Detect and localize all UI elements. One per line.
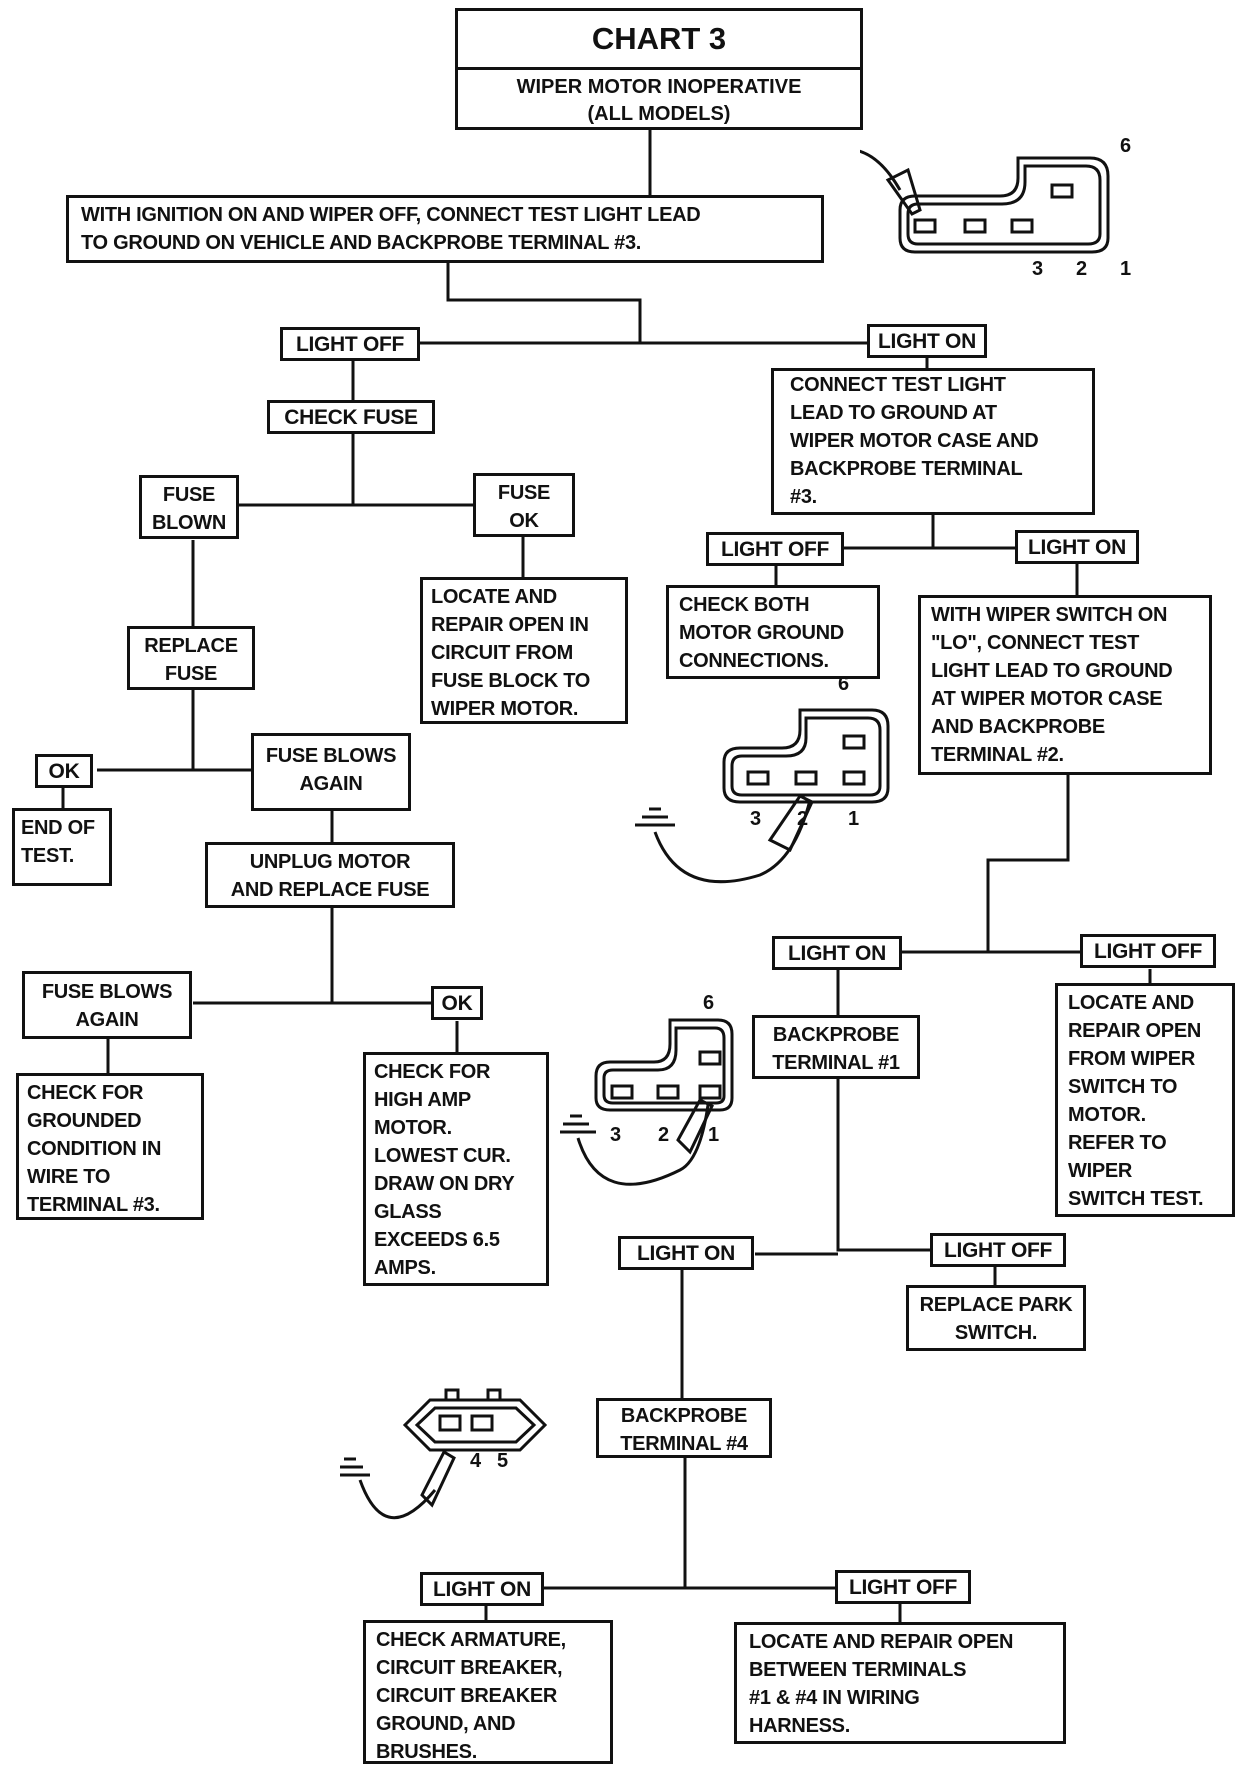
replace-park-switch-box: REPLACE PARK SWITCH. — [906, 1285, 1086, 1351]
light-on-branch-3: LIGHT ON — [772, 936, 902, 970]
middle-connector-pin-6: 6 — [838, 673, 850, 695]
check-ground-connections-box: CHECK BOTH MOTOR GROUND CONNECTIONS. — [666, 585, 880, 679]
light-off-branch-5: LIGHT OFF — [835, 1570, 971, 1604]
locate-repair-switch-box: LOCATE AND REPAIR OPEN FROM WIPER SWITCH… — [1055, 983, 1235, 1217]
connector-diagram-lower — [560, 1018, 734, 1186]
lower-connector-pin-6: 6 — [703, 992, 715, 1014]
ok-box-1: OK — [35, 754, 93, 788]
top-connector-pin-1: 1 — [1120, 258, 1132, 280]
light-on-branch-2: LIGHT ON — [1015, 530, 1139, 564]
motor-connector-pin-4: 4 — [470, 1450, 482, 1472]
check-fuse-box: CHECK FUSE — [267, 400, 435, 434]
middle-connector-pin-1: 1 — [848, 808, 860, 830]
light-on-branch-4: LIGHT ON — [618, 1236, 754, 1270]
fuse-blown-box: FUSE BLOWN — [139, 475, 239, 539]
ok-box-2: OK — [431, 986, 483, 1020]
chart-subtitle: WIPER MOTOR INOPERATIVE (ALL MODELS) — [516, 76, 802, 125]
motor-connector-pin-5: 5 — [497, 1450, 509, 1472]
light-off-branch-3: LIGHT OFF — [1080, 934, 1216, 968]
connector-diagram-middle — [635, 708, 890, 884]
fuse-blows-again-box-1: FUSE BLOWS AGAIN — [251, 733, 411, 811]
lower-connector-pin-2: 2 — [658, 1124, 670, 1146]
middle-connector-pin-3: 3 — [750, 808, 762, 830]
connect-case-box: CONNECT TEST LIGHT LEAD TO GROUND AT WIP… — [771, 368, 1095, 515]
light-on-branch-5: LIGHT ON — [420, 1572, 544, 1606]
backprobe-terminal-1-box: BACKPROBE TERMINAL #1 — [752, 1015, 920, 1079]
end-of-test-box: END OF TEST. — [12, 808, 112, 886]
chart-title: CHART 3 — [458, 11, 860, 70]
top-connector-pin-6: 6 — [1120, 135, 1132, 157]
check-grounded-box: CHECK FOR GROUNDED CONDITION IN WIRE TO … — [16, 1073, 204, 1220]
lower-connector-pin-3: 3 — [610, 1124, 622, 1146]
fuse-blows-again-box-2: FUSE BLOWS AGAIN — [22, 971, 192, 1039]
light-off-branch-2: LIGHT OFF — [706, 532, 844, 566]
light-off-branch-1: LIGHT OFF — [280, 327, 420, 361]
middle-connector-pin-2: 2 — [797, 808, 809, 830]
locate-repair-fuse-block-box: LOCATE AND REPAIR OPEN IN CIRCUIT FROM F… — [420, 577, 628, 724]
top-connector-pin-3: 3 — [1032, 258, 1044, 280]
top-connector-pin-2: 2 — [1076, 258, 1088, 280]
wiper-switch-lo-box: WITH WIPER SWITCH ON "LO", CONNECT TEST … — [918, 595, 1212, 775]
light-off-branch-4: LIGHT OFF — [930, 1233, 1066, 1267]
lower-connector-pin-1: 1 — [708, 1124, 720, 1146]
light-on-branch-1: LIGHT ON — [867, 324, 987, 358]
check-high-amp-box: CHECK FOR HIGH AMP MOTOR. LOWEST CUR. DR… — [363, 1052, 549, 1286]
check-armature-box: CHECK ARMATURE, CIRCUIT BREAKER, CIRCUIT… — [363, 1620, 613, 1764]
locate-repair-harness-box: LOCATE AND REPAIR OPEN BETWEEN TERMINALS… — [734, 1622, 1066, 1744]
chart-title-block: CHART 3 WIPER MOTOR INOPERATIVE (ALL MOD… — [455, 8, 863, 130]
unplug-motor-box: UNPLUG MOTOR AND REPLACE FUSE — [205, 842, 455, 908]
replace-fuse-box: REPLACE FUSE — [127, 626, 255, 690]
backprobe-terminal-4-box: BACKPROBE TERMINAL #4 — [596, 1398, 772, 1458]
fuse-ok-box: FUSE OK — [473, 473, 575, 537]
connector-diagram-top — [860, 149, 1110, 254]
start-step-box: WITH IGNITION ON AND WIPER OFF, CONNECT … — [66, 195, 824, 263]
connector-diagram-motor — [340, 1388, 548, 1519]
